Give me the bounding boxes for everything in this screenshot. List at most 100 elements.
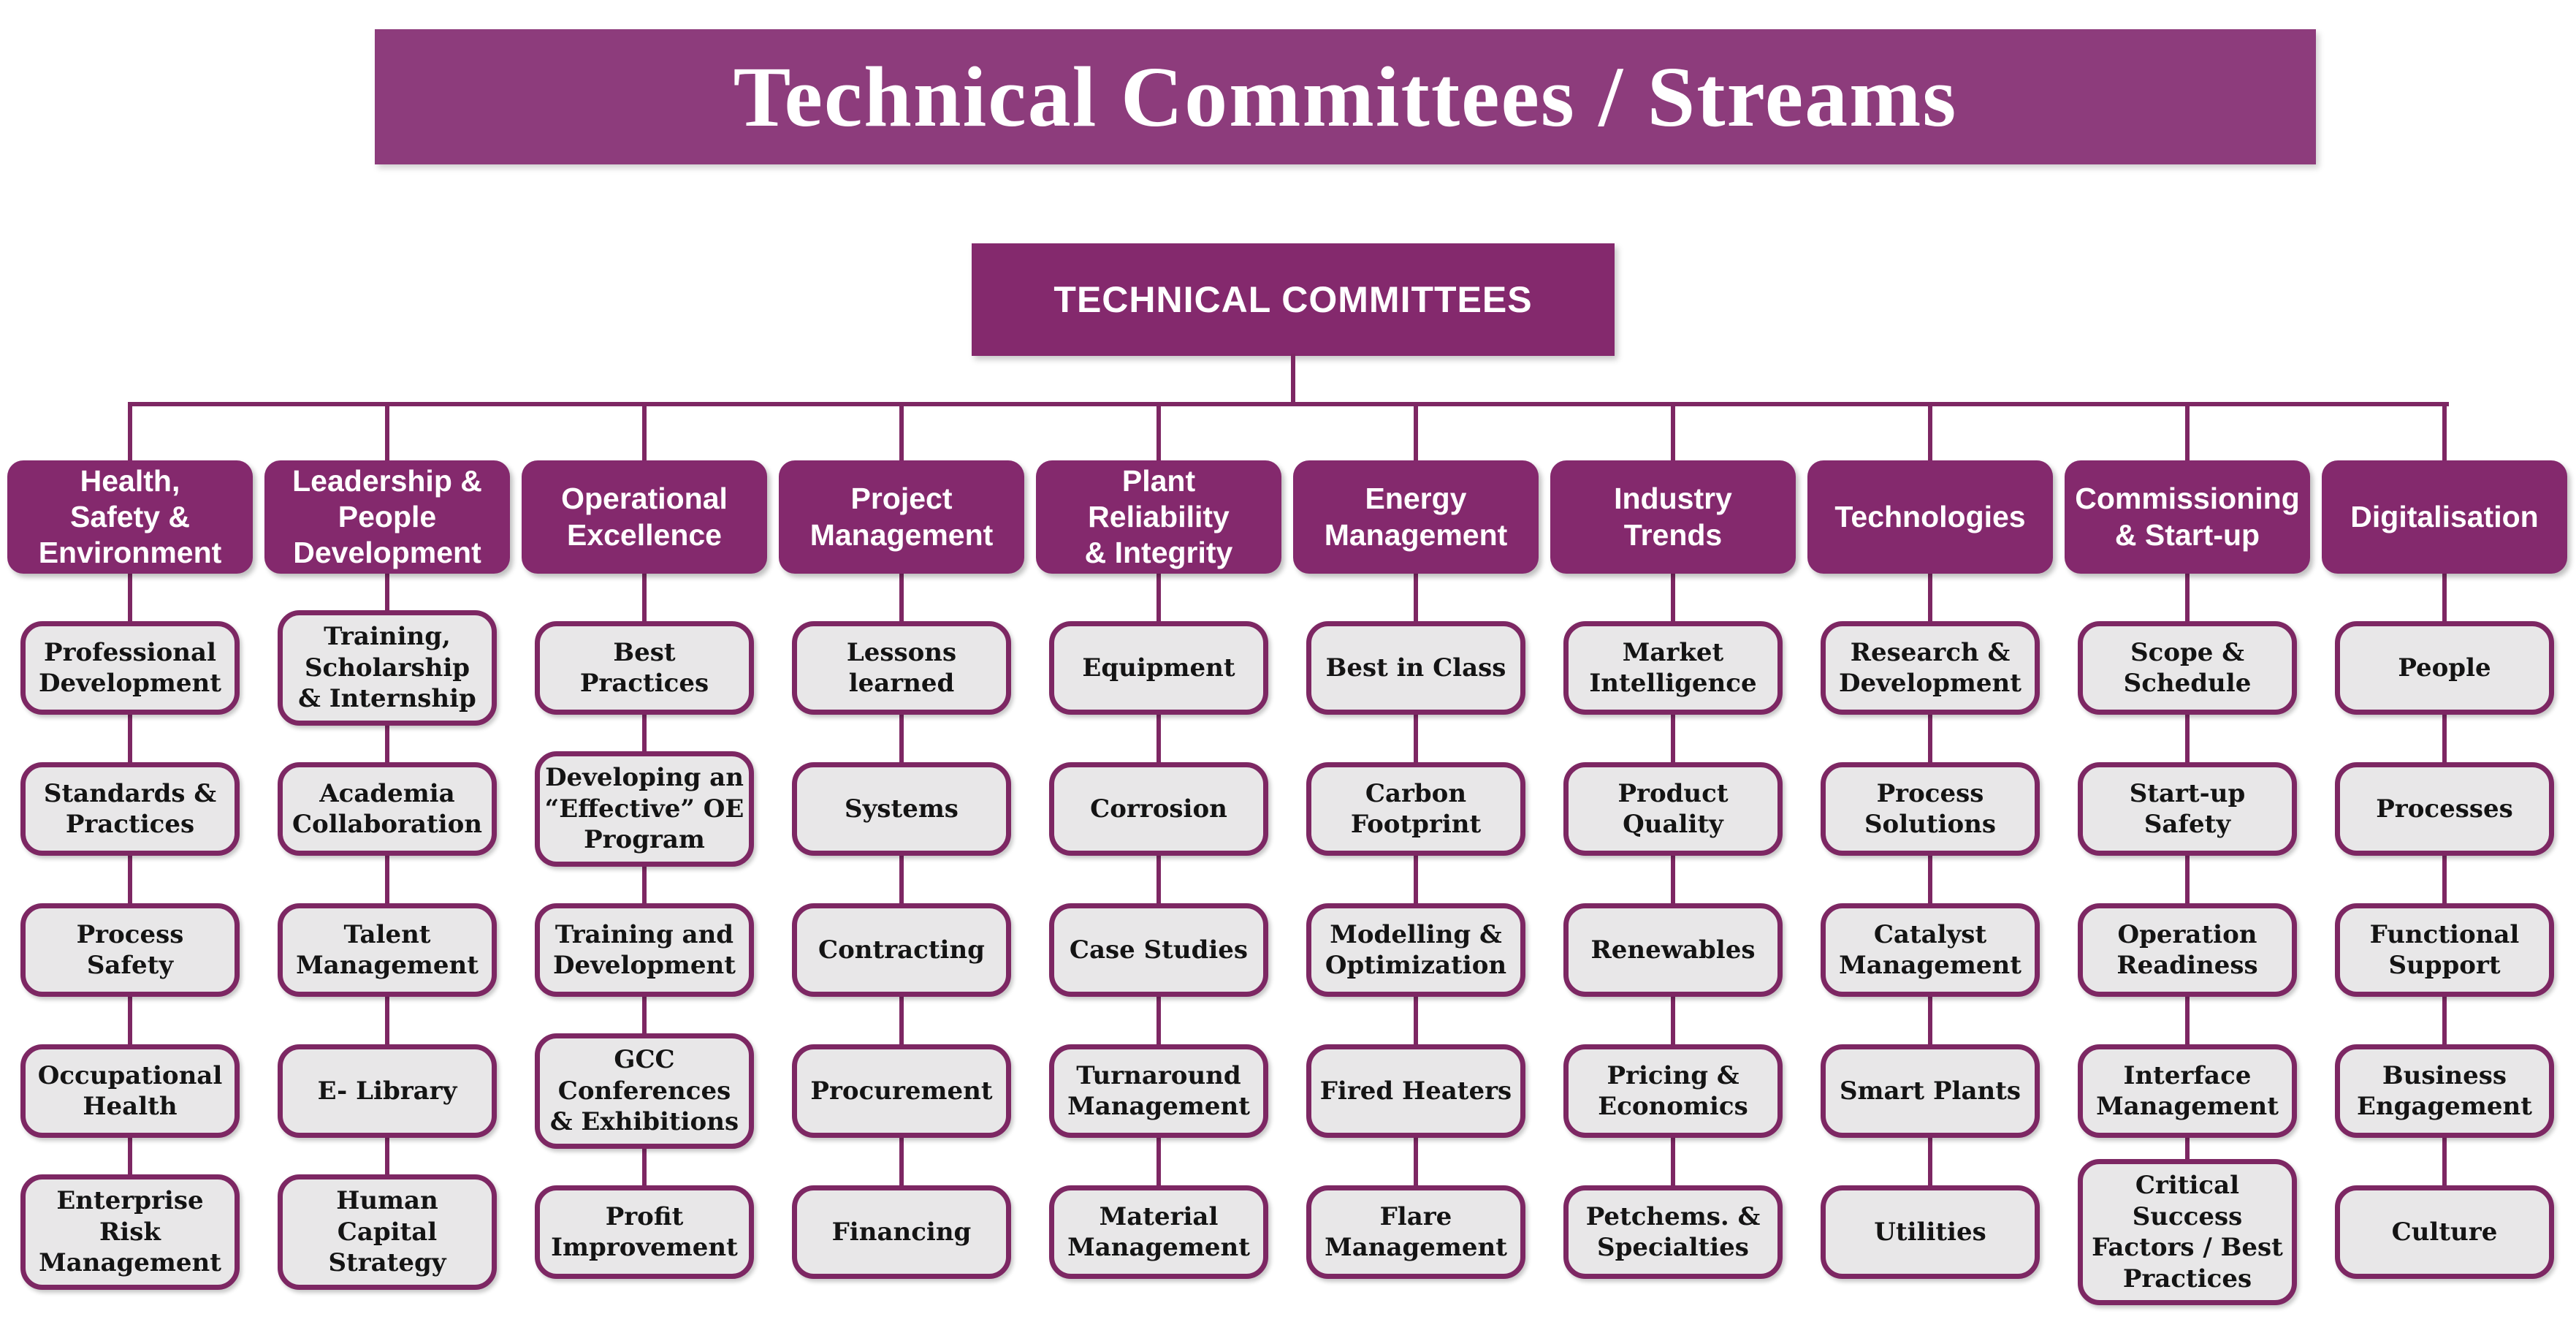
topic-slot: Process Safety <box>7 880 253 1020</box>
topic-label: Equipment <box>1082 653 1235 683</box>
topic-label: Systems <box>845 794 959 824</box>
topic-node: Profit Improvement <box>535 1185 754 1279</box>
topic-node: Processes <box>2335 762 2554 856</box>
topic-node: Renewables <box>1563 903 1783 997</box>
topic-node: Talent Management <box>278 903 497 997</box>
topic-slot: Academia Collaboration <box>264 739 510 879</box>
topic-node: Human Capital Strategy <box>278 1174 497 1290</box>
committee-header-label: Commissioning & Start-up <box>2075 482 2300 552</box>
title-banner: Technical Committees / Streams <box>375 29 2316 164</box>
topic-node: Interface Management <box>2078 1044 2297 1138</box>
committee-header-label: Digitalisation <box>2350 499 2539 533</box>
topic-slot: Training, Scholarship & Internship <box>264 598 510 738</box>
topic-label: Lessons learned <box>846 637 957 699</box>
topic-label: Business Engagement <box>2357 1060 2532 1122</box>
topic-label: Professional Development <box>39 637 221 699</box>
topic-node: Market Intelligence <box>1563 621 1783 715</box>
topic-label: Functional Support <box>2369 919 2520 981</box>
topic-slot: Best Practices <box>522 598 767 738</box>
topic-slot: Pricing & Economics <box>1550 1021 1796 1161</box>
topic-node: Financing <box>792 1185 1011 1279</box>
committee-header: Project Management <box>779 460 1024 574</box>
topic-node: Developing an “Effective” OE Program <box>535 751 754 867</box>
topic-label: Interface Management <box>2096 1060 2279 1122</box>
topic-slot: Smart Plants <box>1807 1021 2053 1161</box>
topic-slot: E- Library <box>264 1021 510 1161</box>
topic-label: Pricing & Economics <box>1598 1060 1748 1122</box>
topic-slot: People <box>2322 598 2567 738</box>
topic-slot: Start-up Safety <box>2065 739 2310 879</box>
topic-slot: Turnaround Management <box>1036 1021 1281 1161</box>
topic-node: Occupational Health <box>20 1044 240 1138</box>
topic-node: Start-up Safety <box>2078 762 2297 856</box>
topic-label: Procurement <box>810 1076 993 1106</box>
topic-label: Enterprise Risk Management <box>39 1186 221 1278</box>
topic-label: Operation Readiness <box>2116 919 2258 981</box>
committee-header-label: Technologies <box>1834 499 2026 533</box>
topic-node: Case Studies <box>1049 903 1268 997</box>
topic-label: Research & Development <box>1839 637 2021 699</box>
committee-header-label: Project Management <box>809 482 994 552</box>
topic-node: Systems <box>792 762 1011 856</box>
topic-slot: Critical Success Factors / Best Practice… <box>2065 1159 2310 1305</box>
topic-slot: Modelling & Optimization <box>1293 880 1539 1020</box>
topic-node: Turnaround Management <box>1049 1044 1268 1138</box>
topic-slot: Research & Development <box>1807 598 2053 738</box>
connector-horizontal-bus <box>130 402 2449 406</box>
topic-node: Smart Plants <box>1821 1044 2040 1138</box>
committee-header: Health, Safety & Environment <box>7 460 253 574</box>
topic-label: Training, Scholarship & Internship <box>298 622 476 714</box>
committee-header: Plant Reliability & Integrity <box>1036 460 1281 574</box>
topic-node: Process Safety <box>20 903 240 997</box>
topic-label: Carbon Footprint <box>1350 778 1482 840</box>
topic-label: Standards & Practices <box>43 778 217 840</box>
committee-header: Leadership & People Development <box>264 460 510 574</box>
page-title: Technical Committees / Streams <box>733 48 1958 145</box>
topic-node: Pricing & Economics <box>1563 1044 1783 1138</box>
topic-node: People <box>2335 621 2554 715</box>
topic-node: Equipment <box>1049 621 1268 715</box>
topic-slot: Developing an “Effective” OE Program <box>522 739 767 879</box>
topic-slot: Operation Readiness <box>2065 880 2310 1020</box>
topic-node: Business Engagement <box>2335 1044 2554 1138</box>
topic-label: Case Studies <box>1069 935 1249 965</box>
root-node-label: TECHNICAL COMMITTEES <box>1053 279 1533 320</box>
topic-node: Petchems. & Specialties <box>1563 1185 1783 1279</box>
topic-node: Utilities <box>1821 1185 2040 1279</box>
topic-label: Corrosion <box>1090 794 1227 824</box>
topic-node: Lessons learned <box>792 621 1011 715</box>
topic-node: Operation Readiness <box>2078 903 2297 997</box>
topic-slot: Contracting <box>779 880 1024 1020</box>
topic-label: Critical Success Factors / Best Practice… <box>2092 1171 2283 1293</box>
committee-header: Technologies <box>1807 460 2053 574</box>
topic-slot: Culture <box>2322 1162 2567 1302</box>
topic-label: People <box>2398 653 2491 683</box>
topic-slot: Functional Support <box>2322 880 2567 1020</box>
topic-node: Enterprise Risk Management <box>20 1174 240 1290</box>
topic-slot: Professional Development <box>7 598 253 738</box>
topic-slot: Flare Management <box>1293 1162 1539 1302</box>
topic-slot: GCC Conferences & Exhibitions <box>522 1021 767 1161</box>
topic-node: GCC Conferences & Exhibitions <box>535 1033 754 1149</box>
topic-slot: Financing <box>779 1162 1024 1302</box>
topic-label: Scope & Schedule <box>2123 637 2252 699</box>
topic-slot: Carbon Footprint <box>1293 739 1539 879</box>
topic-slot: Processes <box>2322 739 2567 879</box>
topic-slot: Utilities <box>1807 1162 2053 1302</box>
topic-slot: Human Capital Strategy <box>264 1162 510 1302</box>
topic-label: Process Solutions <box>1864 778 1997 840</box>
topic-label: Academia Collaboration <box>291 778 482 840</box>
topic-label: Utilities <box>1874 1217 1986 1247</box>
topic-node: Procurement <box>792 1044 1011 1138</box>
committee-header: Operational Excellence <box>522 460 767 574</box>
topic-label: Start-up Safety <box>2129 778 2246 840</box>
committee-header: Industry Trends <box>1550 460 1796 574</box>
topic-node: Training, Scholarship & Internship <box>278 610 497 726</box>
